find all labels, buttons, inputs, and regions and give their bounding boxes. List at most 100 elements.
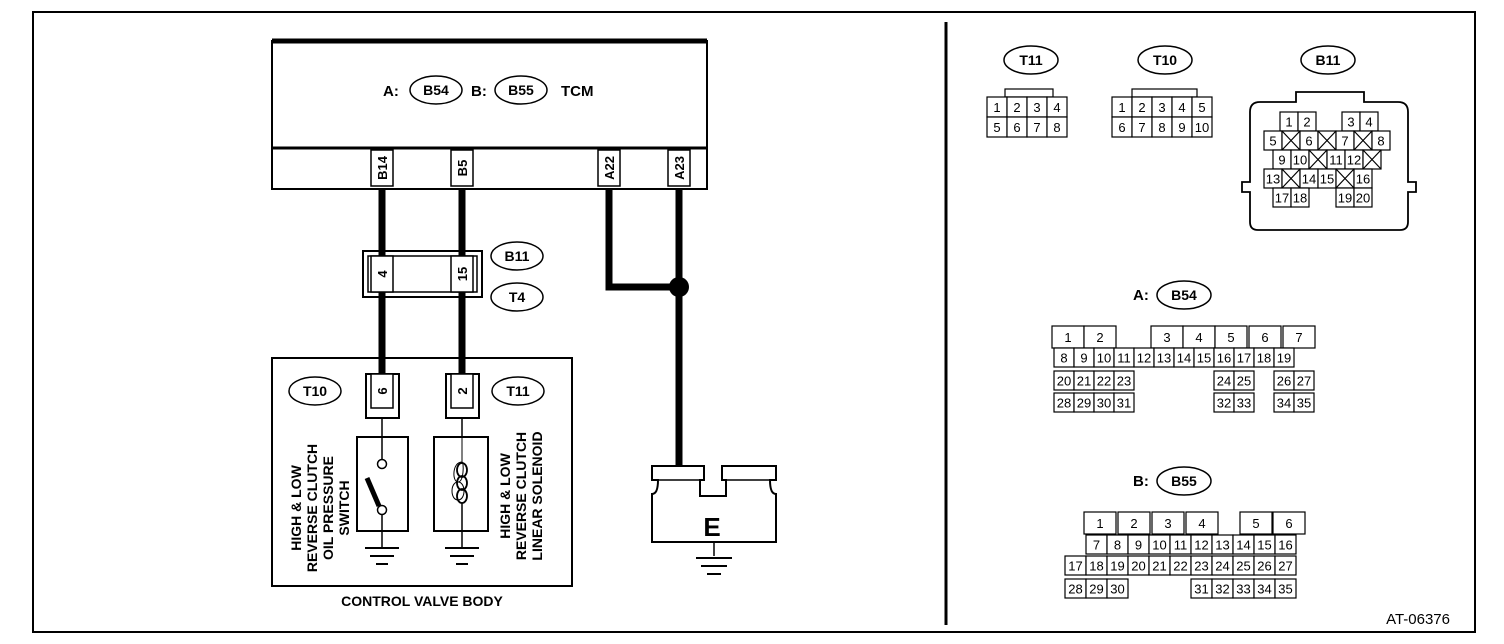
outer-frame [32,11,1476,633]
b54-pin: 8 [1060,351,1067,366]
connector-t10-name: T10 [1153,52,1177,68]
b55-pin: 29 [1089,582,1103,597]
blocked-cavity [1335,168,1355,189]
b54-pin: 10 [1097,351,1111,366]
ground-label: E [703,512,720,542]
b54-pin: 34 [1277,396,1291,411]
connector-b55-name: B55 [1171,473,1197,489]
b55-pin: 23 [1194,559,1208,574]
blocked-cavity [1317,130,1337,151]
b11-pin: 1 [1285,115,1292,130]
tcm-prefix-b: B: [471,83,487,100]
b54-pin: 20 [1057,374,1071,389]
b55-pin: 15 [1257,538,1271,553]
b11-pin: 8 [1377,134,1384,149]
b55-pin: 16 [1278,538,1292,553]
tcm-name: TCM [561,83,594,100]
b55-pin: 32 [1215,582,1229,597]
b54-pin: 23 [1117,374,1131,389]
b11-pin: 6 [1305,134,1312,149]
b54-pin: 28 [1057,396,1071,411]
b55-pin: 6 [1285,516,1292,531]
control-valve-body-label: CONTROL VALVE BODY [341,593,503,609]
tcm-prefix-a: A: [383,83,399,100]
b55-pin: 33 [1236,582,1250,597]
blocked-cavity [1281,168,1301,189]
junction-pin-15: 15 [455,267,470,281]
t10-pin: 5 [1198,100,1205,115]
b54-pin: 22 [1097,374,1111,389]
b11-pin: 12 [1347,153,1361,168]
t11-pin: 3 [1033,100,1040,115]
b55-pin: 20 [1131,559,1145,574]
b11-pin: 17 [1275,191,1289,206]
b54-pin: 27 [1297,374,1311,389]
b54-pin: 15 [1197,351,1211,366]
b55-pin: 2 [1130,516,1137,531]
b54-pin: 31 [1117,396,1131,411]
t10-pin: 9 [1178,120,1185,135]
t11-pin: 2 [1013,100,1020,115]
ground-icon [445,547,479,565]
b11-pin: 11 [1329,153,1343,168]
b54-pin: 11 [1117,351,1131,366]
b54-pin: 25 [1237,374,1251,389]
b55-pin: 4 [1198,516,1205,531]
b11-pin: 18 [1293,191,1307,206]
b55-pin: 28 [1068,582,1082,597]
b54-pin: 5 [1227,330,1234,345]
splice-point [669,277,689,297]
t10-pin: 8 [1158,120,1165,135]
t10-pin: 4 [1178,100,1185,115]
b54-pin: 18 [1257,351,1271,366]
b55-pin: 10 [1152,538,1166,553]
b54-pin: 7 [1295,330,1302,345]
b11-pin: 13 [1266,172,1280,187]
connector-t11-name: T11 [1019,52,1043,68]
tcm-pin-b5: B5 [455,160,470,177]
b54-pin: 16 [1217,351,1231,366]
t11-pin: 7 [1033,120,1040,135]
tcm-module: A: B54 B: B55 TCM B14 B5 A22 A23 [271,38,708,190]
t10-pin: 1 [1118,100,1125,115]
b11-pin: 7 [1341,134,1348,149]
b55-pin: 24 [1215,559,1229,574]
t11-pin: 6 [1013,120,1020,135]
cvb-left-conn: T10 [303,383,327,399]
b55-pin: 3 [1164,516,1171,531]
b55-pin: 31 [1194,582,1208,597]
b55-pin: 5 [1252,516,1259,531]
tcm-conn-a: B54 [423,82,449,98]
connector-b11-name: B11 [1316,52,1341,68]
switch-label-1: HIGH & LOW [288,464,304,550]
b55-pin: 34 [1257,582,1271,597]
b11-pin: 4 [1365,115,1372,130]
switch-label-3: OIL PRESSURE [320,456,336,560]
blocked-cavity [1308,149,1328,170]
t10-pin: 2 [1138,100,1145,115]
b55-pin: 26 [1257,559,1271,574]
b54-pin: 3 [1163,330,1170,345]
b54-pin: 33 [1237,396,1251,411]
b54-pin: 9 [1080,351,1087,366]
b55-pin: 27 [1278,559,1292,574]
b54-pin: 17 [1237,351,1251,366]
t10-pin: 10 [1195,120,1209,135]
tcm-pin-a22: A22 [602,156,617,180]
b11-pin: 5 [1269,134,1276,149]
b11-pin: 9 [1278,153,1285,168]
b55-pin: 11 [1174,538,1188,553]
ground-terminal-e: E [651,465,777,575]
wires [378,188,689,466]
b54-pin: 32 [1217,396,1231,411]
switch-label-2: REVERSE CLUTCH [304,444,320,572]
t10-pin: 3 [1158,100,1165,115]
connector-b54-name: B54 [1171,287,1197,303]
b55-pin: 7 [1093,538,1100,553]
b11-pin: 3 [1347,115,1354,130]
junction-conn-bottom: T4 [509,289,526,305]
